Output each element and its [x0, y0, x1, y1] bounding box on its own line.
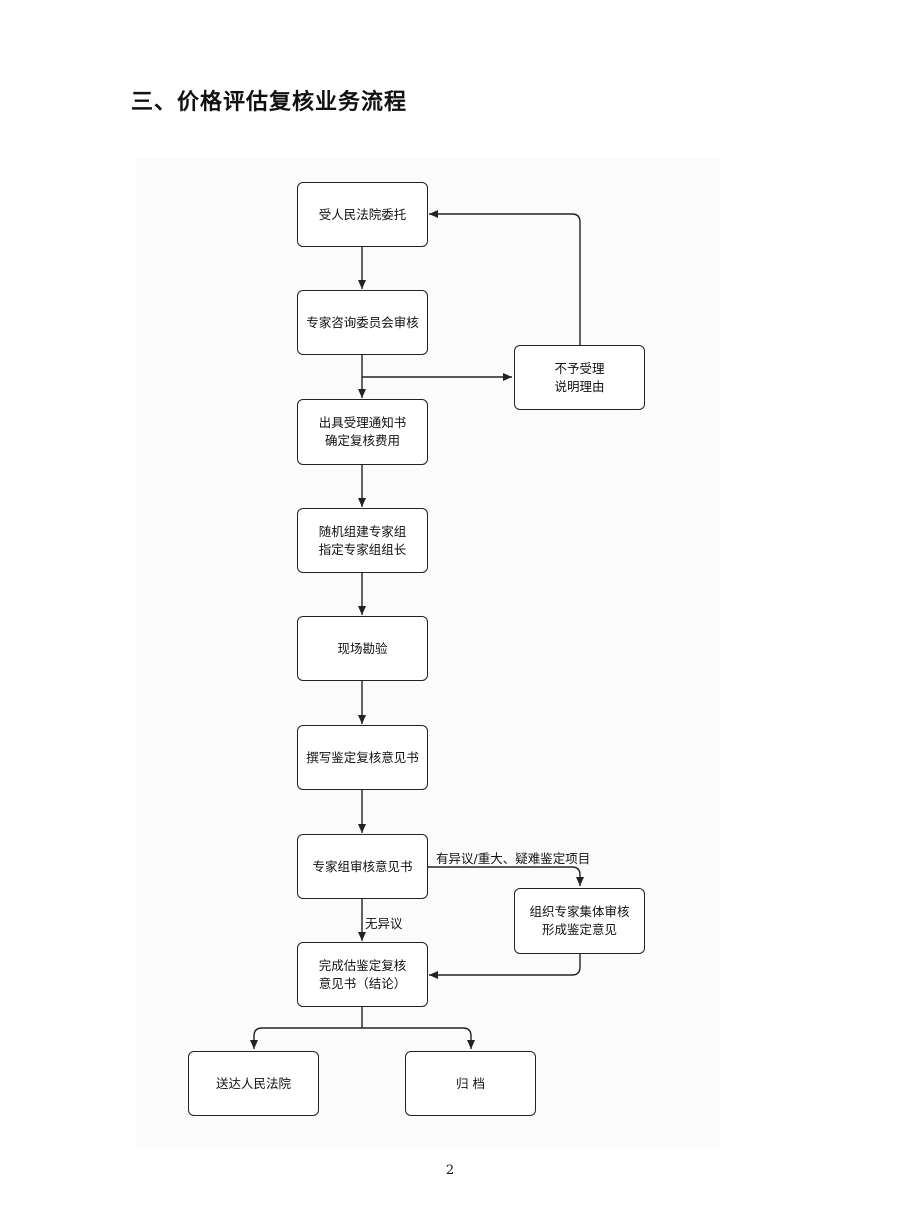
- node-collective-review: 组织专家集体审核 形成鉴定意见: [514, 888, 645, 954]
- node-group-review: 专家组审核意见书: [297, 834, 428, 899]
- page-title: 三、价格评估复核业务流程: [131, 90, 408, 115]
- edge-complete-to-deliver: [250, 1027, 362, 1049]
- edge-label-objection: 有异议/重大、疑难鉴定项目: [436, 851, 591, 866]
- node-entrust: 受人民法院委托: [297, 182, 428, 247]
- node-reject: 不予受理 说明理由: [514, 345, 645, 410]
- node-notice: 出具受理通知书 确定复核费用: [297, 399, 428, 465]
- node-draft-opinion: 撰写鉴定复核意见书: [297, 725, 428, 790]
- page-number: 2: [445, 1163, 455, 1178]
- node-site-survey: 现场勘验: [297, 616, 428, 681]
- node-archive: 归 档: [405, 1051, 536, 1116]
- edge-reject-to-entrust: [429, 210, 581, 345]
- node-deliver-court: 送达人民法院: [188, 1051, 319, 1116]
- edge-complete-to-archive: [362, 1027, 475, 1049]
- edge-label-no-objection: 无异议: [365, 916, 403, 931]
- node-random-group: 随机组建专家组 指定专家组组长: [297, 508, 428, 573]
- edge-collective-to-complete: [429, 954, 581, 979]
- edge-group-review-to-collective: [428, 866, 584, 886]
- node-complete: 完成估鉴定复核 意见书（结论）: [297, 942, 428, 1007]
- node-committee-review: 专家咨询委员会审核: [297, 290, 428, 355]
- flowchart-canvas: [136, 158, 720, 1148]
